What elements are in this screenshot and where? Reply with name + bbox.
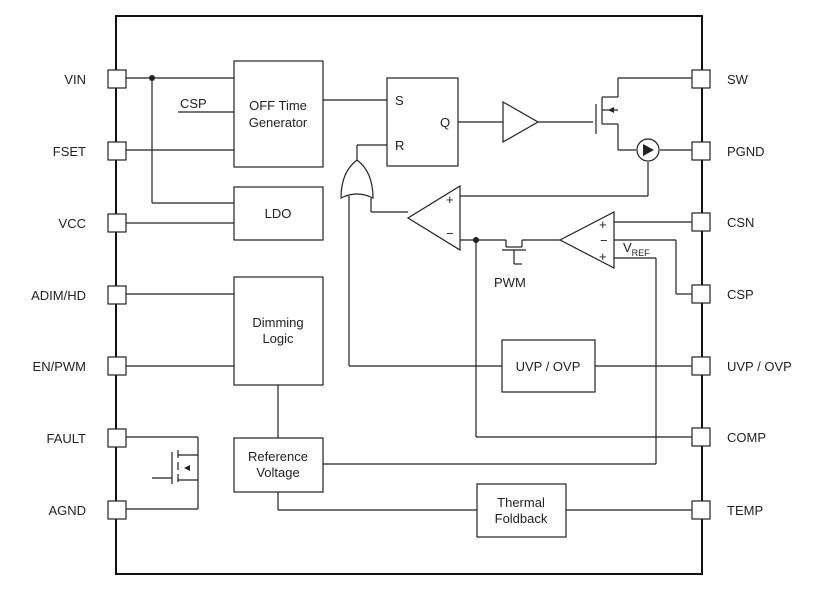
svg-text:Reference: Reference (248, 449, 308, 464)
pin-label-csp: CSP (727, 287, 754, 302)
svg-text:Dimming: Dimming (252, 315, 303, 330)
current-sense-icon (636, 138, 660, 162)
comp-junction-dot (473, 237, 479, 243)
pin-label-fset: FSET (53, 144, 86, 159)
pin-label-uvp-ovp: UVP / OVP (727, 359, 792, 374)
pin-label-sw: SW (727, 72, 749, 87)
pin-fault (107, 428, 127, 448)
dimming-logic-block: Dimming Logic (233, 276, 324, 386)
pin-label-fault: FAULT (47, 431, 87, 446)
uvp-ovp-block: UVP / OVP (501, 339, 596, 393)
pin-csp (691, 284, 711, 304)
vin-junction-dot (149, 75, 155, 81)
left-pins (107, 69, 127, 520)
svg-text:S: S (395, 93, 404, 108)
pin-uvp-ovp (691, 356, 711, 376)
svg-text:LDO: LDO (265, 206, 292, 221)
pin-label-vcc: VCC (59, 216, 86, 231)
pin-en-pwm (107, 356, 127, 376)
pwm-label: PWM (494, 275, 526, 290)
vref-label: VREF (623, 240, 650, 258)
pin-label-pgnd: PGND (727, 144, 765, 159)
pin-label-vin: VIN (64, 72, 86, 87)
pin-temp (691, 500, 711, 520)
wires (126, 77, 692, 511)
svg-text:Thermal: Thermal (497, 495, 545, 510)
thermal-foldback-block: Thermal Foldback (476, 483, 567, 538)
current-comparator: + − (406, 184, 461, 252)
svg-text:+: + (599, 217, 607, 232)
error-amplifier: + − + (558, 211, 615, 269)
svg-text:UVP / OVP: UVP / OVP (516, 359, 581, 374)
svg-text:Voltage: Voltage (256, 465, 299, 480)
reference-voltage-block: Reference Voltage (233, 437, 324, 493)
svg-text:Logic: Logic (262, 331, 294, 346)
csp-input-label: CSP (180, 96, 207, 111)
svg-text:+: + (599, 249, 607, 264)
pin-label-adim-hd: ADIM/HD (31, 288, 86, 303)
svg-text:+: + (446, 192, 454, 207)
svg-text:OFF Time: OFF Time (249, 98, 307, 113)
right-pins (691, 69, 711, 520)
pin-csn (691, 212, 711, 232)
pin-sw (691, 69, 711, 89)
fault-mosfet-symbol (152, 450, 198, 486)
pin-label-temp: TEMP (727, 503, 763, 518)
gate-driver-buffer (502, 100, 540, 144)
pin-fset (107, 141, 127, 161)
off-time-generator: OFF Time Generator (233, 60, 324, 168)
svg-text:Q: Q (440, 115, 450, 130)
pin-label-agnd: AGND (48, 503, 86, 518)
pin-label-csn: CSN (727, 215, 754, 230)
svg-text:−: − (446, 226, 454, 241)
power-mosfet-symbol (595, 96, 618, 134)
pin-adim-hd (107, 285, 127, 305)
svg-text:R: R (395, 138, 404, 153)
sr-latch: S R Q (386, 77, 459, 167)
or-gate (340, 159, 374, 199)
ldo-block: LDO (233, 186, 324, 241)
svg-text:Generator: Generator (249, 115, 308, 130)
pin-pgnd (691, 141, 711, 161)
pin-label-en-pwm: EN/PWM (33, 359, 86, 374)
pin-label-comp: COMP (727, 430, 766, 445)
svg-text:−: − (600, 233, 608, 248)
svg-text:Foldback: Foldback (495, 511, 548, 526)
pin-comp (691, 427, 711, 447)
pin-agnd (107, 500, 127, 520)
pin-vin (107, 69, 127, 89)
pin-vcc (107, 213, 127, 233)
